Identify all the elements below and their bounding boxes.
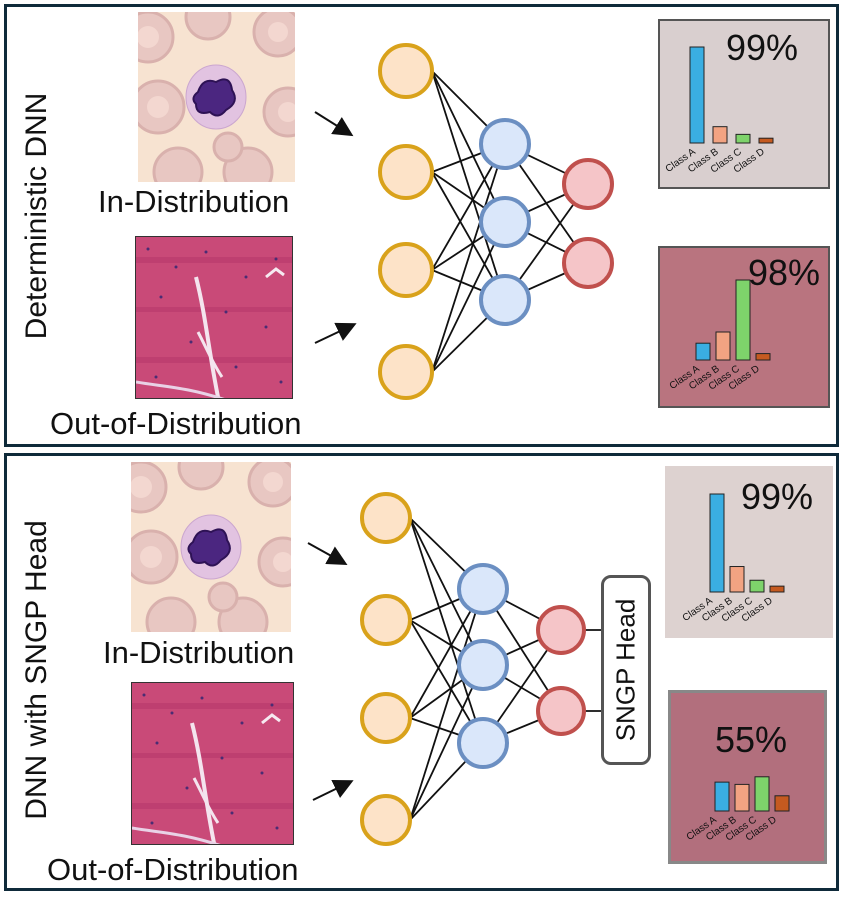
ood-arrow xyxy=(314,322,357,344)
in-distribution-image xyxy=(131,462,291,632)
output-node xyxy=(562,237,614,289)
ood-image xyxy=(135,236,293,399)
in-distribution-label: In-Distribution xyxy=(103,635,295,670)
bar-class-d xyxy=(774,795,790,812)
ood-label: Out-of-Distribution xyxy=(50,406,302,441)
bar-class-c xyxy=(735,279,751,361)
in-distribution-image xyxy=(138,12,295,182)
bar-class-c xyxy=(749,579,765,593)
bar-class-d xyxy=(769,585,785,593)
in-arrow xyxy=(314,111,354,137)
ood-label: Out-of-Distribution xyxy=(47,852,299,887)
sngp-head-box: SNGP Head xyxy=(601,575,651,765)
input-node xyxy=(378,242,434,298)
input-node xyxy=(360,594,412,646)
hidden-node xyxy=(479,274,531,326)
input-node xyxy=(360,492,412,544)
in-distribution-label: In-Distribution xyxy=(98,184,290,219)
deterministic-network xyxy=(314,43,614,400)
hidden-node xyxy=(479,196,531,248)
bar-class-a xyxy=(709,493,725,593)
input-node xyxy=(360,794,412,846)
ood-arrow xyxy=(312,780,354,801)
hidden-node xyxy=(479,118,531,170)
input-node xyxy=(378,344,434,400)
output-node xyxy=(536,686,586,736)
bar-class-d xyxy=(755,353,771,361)
in-arrow xyxy=(307,542,348,565)
bar-class-b xyxy=(729,566,745,593)
bar-class-a xyxy=(695,342,711,361)
bar-class-c xyxy=(754,776,770,812)
output-node xyxy=(536,605,586,655)
bar-class-a xyxy=(714,781,730,812)
confidence-percent: 55% xyxy=(715,719,788,760)
confidence-percent: 99% xyxy=(741,476,814,517)
input-node xyxy=(378,43,434,99)
bar-class-b xyxy=(715,331,731,361)
ood-image xyxy=(131,682,294,845)
input-node xyxy=(378,144,434,200)
input-node xyxy=(360,692,412,744)
bar-class-c xyxy=(735,133,751,144)
hidden-node xyxy=(457,639,509,691)
sngp-head-label: SNGP Head xyxy=(610,598,641,742)
confidence-percent: 98% xyxy=(748,252,821,293)
output-node xyxy=(562,158,614,210)
hidden-node xyxy=(457,563,509,615)
hidden-node xyxy=(457,717,509,769)
bar-class-b xyxy=(712,126,728,144)
bar-class-b xyxy=(734,783,750,812)
bar-class-a xyxy=(689,46,705,144)
confidence-percent: 99% xyxy=(726,27,799,68)
bar-class-d xyxy=(758,137,774,144)
